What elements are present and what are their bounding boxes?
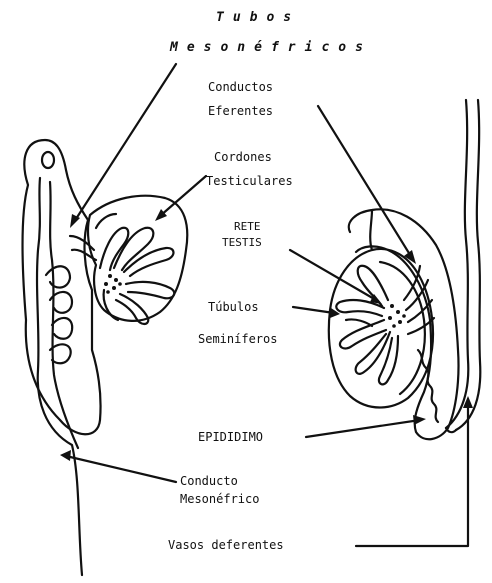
label-cordones: Cordones (214, 150, 272, 164)
testicular-cord-6 (104, 290, 118, 320)
label-mesonefrico: Mesonéfrico (180, 492, 259, 506)
label-testis: TESTIS (222, 236, 262, 249)
mesonephric-tubules-to-testis-2 (70, 236, 94, 250)
label-tubos: Tubos (216, 10, 300, 25)
label-conducto: Conducto (180, 474, 238, 488)
rete-dots-left (104, 274, 122, 294)
arrow-conducto-line (66, 456, 176, 482)
label-seminiferos: Seminíferos (198, 332, 277, 346)
testicular-cord-4 (126, 282, 174, 298)
arrow-tubulos-line (293, 307, 334, 313)
mesonephric-tubule-2 (52, 318, 72, 339)
label-rete: RETE (234, 220, 261, 233)
label-epididimo: EPIDIDIMO (198, 430, 263, 444)
label-tubulos: Túbulos (208, 300, 259, 314)
arrowhead-epididimo (413, 415, 426, 425)
testicular-cord-7 (96, 214, 116, 228)
label-vasos: Vasos deferentes (168, 538, 284, 552)
arrow-epididimo-line (306, 420, 420, 437)
arrowhead-conducto (60, 450, 71, 461)
right-figure (329, 100, 480, 439)
seminiferous-tubule-5 (379, 336, 398, 384)
label-mesonefricos: Mesonéfricos (170, 40, 372, 55)
left-figure (23, 140, 188, 575)
label-conductos: Conductos (208, 80, 273, 94)
annotation-arrows (66, 64, 468, 546)
seminiferous-tubule-6 (346, 319, 372, 326)
rete-dots-right (388, 304, 406, 328)
mesonephros-top-loop (42, 152, 54, 168)
label-eferentes: Eferentes (208, 104, 273, 118)
arrow-cordones-line (160, 176, 206, 216)
label-testiculares: Testiculares (206, 174, 293, 188)
mesonephric-tubule-4 (46, 266, 70, 287)
arrow-conductos-line (318, 106, 412, 258)
testicular-cord-3 (124, 248, 174, 276)
seminiferous-tubule-3 (340, 320, 386, 348)
vas-deferens-wave (446, 428, 456, 432)
